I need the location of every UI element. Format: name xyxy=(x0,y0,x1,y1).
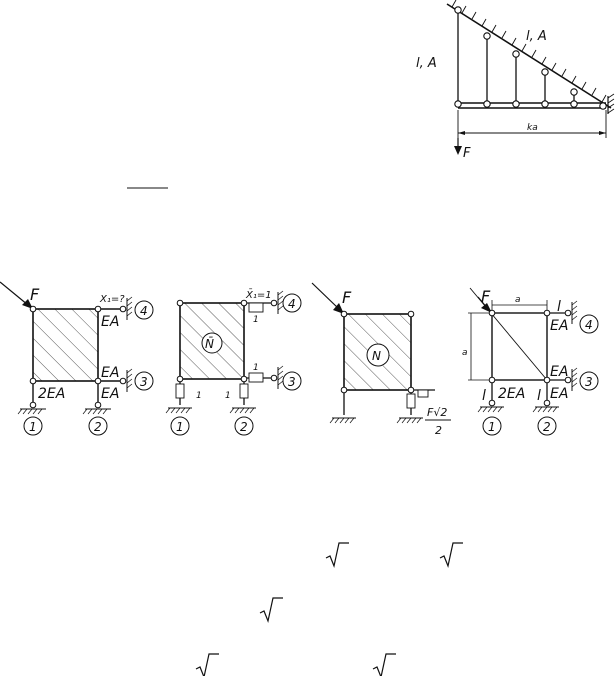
fig3-n-label: N xyxy=(372,349,381,363)
fig2-node-1: 1 xyxy=(176,420,184,434)
sqrt-icon xyxy=(372,653,396,676)
fig2-unit-4: 1 xyxy=(225,391,231,401)
fig2-node-4: 4 xyxy=(288,297,296,311)
fig1-node-1: 1 xyxy=(29,420,37,434)
fig1-bar-1: 2EA xyxy=(38,386,65,402)
sqrt-icon xyxy=(195,653,219,676)
fig4-force: F xyxy=(481,287,491,306)
fig2-n-label: N̄ xyxy=(205,337,214,351)
vertical-struts xyxy=(457,11,575,103)
fig1-force: F xyxy=(30,285,40,304)
fig2-x-label: X̄₁=1 xyxy=(245,288,272,301)
fig4-bar-3: EA xyxy=(550,364,568,380)
fig1-bar-4: EA xyxy=(101,314,119,330)
fig1-bar-3: EA xyxy=(101,365,119,381)
force-arrow-icon xyxy=(22,299,33,309)
fig2-node-3: 3 xyxy=(288,375,296,389)
fig2-unit-1: 1 xyxy=(253,315,259,325)
sqrt-icon xyxy=(439,542,463,569)
fig4-bar-1: 2EA xyxy=(498,386,525,402)
sqrt-icon xyxy=(259,597,283,624)
fig4-bar-2: EA xyxy=(550,386,568,402)
fig4-dim-left: a xyxy=(462,348,468,358)
arrow-icon xyxy=(454,146,462,155)
fig3-force: F xyxy=(342,288,352,307)
fig4-node-4: 4 xyxy=(585,318,593,332)
inclined-hatching xyxy=(451,0,607,103)
fig1-node-3: 3 xyxy=(140,375,148,389)
sqrt-icon xyxy=(325,542,349,569)
fig4-node-2: 2 xyxy=(543,420,551,434)
fig1-node-4: 4 xyxy=(140,304,148,318)
hinges xyxy=(454,6,607,110)
fig3-reaction-den: 2 xyxy=(435,424,442,437)
fig2-node-2: 2 xyxy=(240,420,248,434)
fig4-node-3: 3 xyxy=(585,375,593,389)
fig4-node-1: 1 xyxy=(488,420,496,434)
rigid-disk-1 xyxy=(32,308,99,382)
fig2-unit-2: 1 xyxy=(253,363,259,373)
label-force-top: F xyxy=(463,146,471,161)
label-lA-top: l, A xyxy=(526,29,547,44)
fig3-reaction: F√2 xyxy=(427,406,447,419)
fig1-node-2: 2 xyxy=(94,420,102,434)
label-ka: ka xyxy=(527,123,538,133)
sqrt-signs xyxy=(195,542,463,676)
force-arrow-icon xyxy=(333,303,344,314)
frame-4 xyxy=(491,312,548,381)
fig1-x-label: X₁=? xyxy=(99,294,125,305)
fig4-length-left: l xyxy=(482,388,486,404)
fig4-bar-4: EA xyxy=(550,318,568,334)
force-arrow-icon xyxy=(481,303,492,313)
fig4-length-right: l xyxy=(537,388,541,404)
figure-2: N̄ X̄₁=1 1 1 1 1 4 3 xyxy=(165,288,302,436)
inclined-support xyxy=(446,3,612,109)
fig4-dim-top: a xyxy=(515,295,521,305)
fig4-length-top: l xyxy=(557,299,561,315)
label-lA-left: l, A xyxy=(416,56,437,71)
figure-4: F a a EA EA EA 2EA l l xyxy=(462,287,599,436)
fig1-bar-2: EA xyxy=(101,386,119,402)
fig2-unit-3: 1 xyxy=(196,391,202,401)
top-right-figure: ka l, A l, A F xyxy=(416,0,615,161)
figure-1: F X₁=? EA EA EA 2EA 4 3 1 xyxy=(0,281,154,436)
figure-3: N F F√2 2 xyxy=(311,282,451,437)
